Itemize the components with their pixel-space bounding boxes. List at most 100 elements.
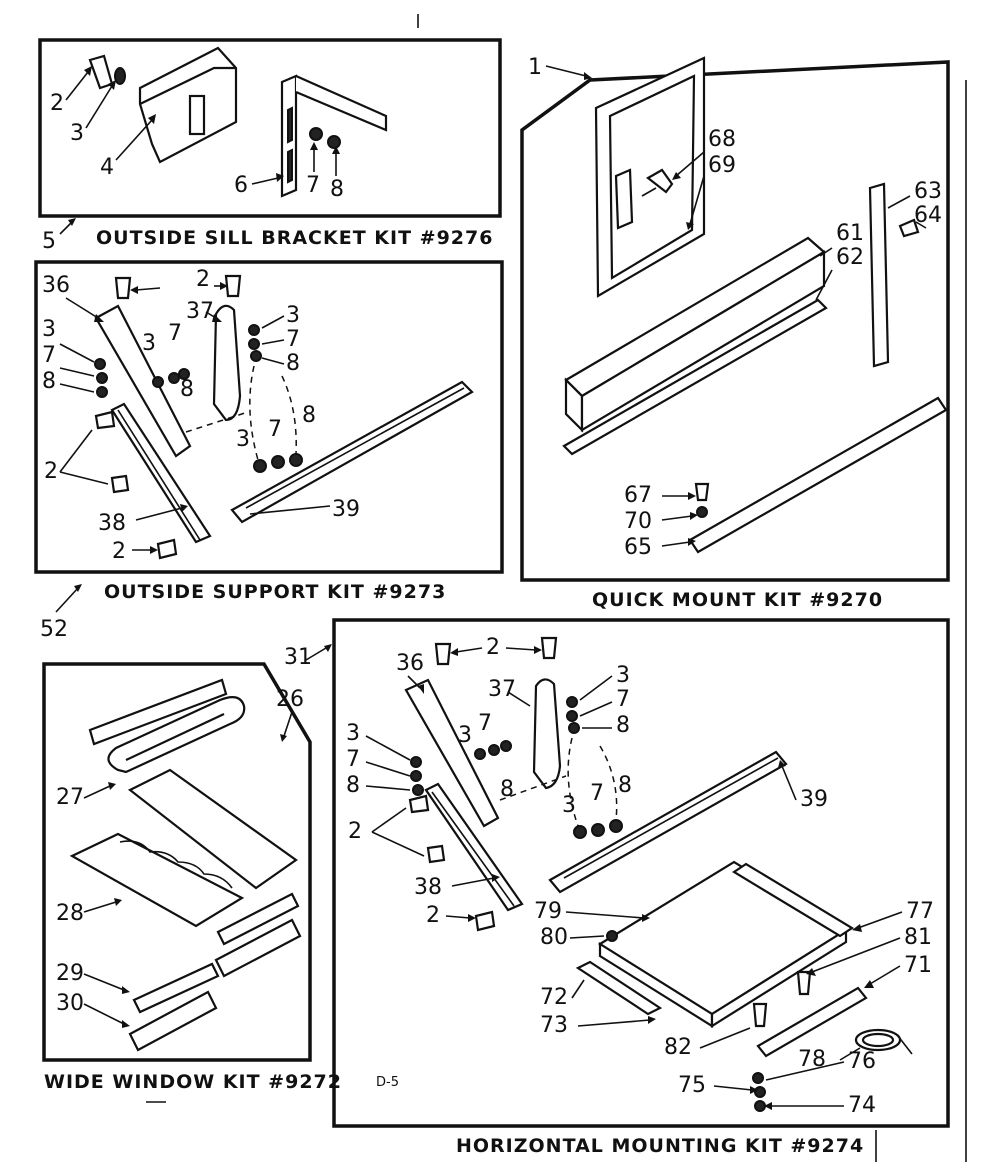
nut-part — [250, 350, 262, 362]
nut-part — [609, 819, 623, 833]
nut-part — [500, 740, 512, 752]
callout-label: 29 — [56, 961, 84, 986]
screw-part — [796, 970, 812, 996]
callout-label: 68 — [708, 127, 736, 152]
callout-label: 39 — [800, 787, 828, 812]
callout-label: 71 — [904, 953, 932, 978]
screw-part — [224, 274, 242, 298]
callout-label: 1 — [528, 55, 542, 80]
callout-label: 3 — [70, 121, 84, 146]
washer-part — [94, 358, 106, 370]
washer-part — [488, 744, 500, 756]
callout-label: 6 — [234, 173, 248, 198]
callout-label: 65 — [624, 535, 652, 560]
callout-label: 3 — [142, 331, 156, 356]
callout-label: 8 — [302, 403, 316, 428]
screw-part — [540, 636, 558, 660]
nut-part — [754, 1100, 766, 1112]
screw-part — [694, 482, 710, 502]
callout-label: 62 — [836, 245, 864, 270]
quick-mount-kit: 1 68 69 63 64 61 62 67 70 65 QUICK MOUNT… — [520, 55, 950, 611]
callout-label: 70 — [624, 509, 652, 534]
callout-label: 7 — [168, 321, 182, 346]
nut-part — [289, 453, 303, 467]
seal-coil-part — [854, 1028, 913, 1055]
callout-label: 30 — [56, 991, 84, 1016]
nut-part — [568, 722, 580, 734]
screw-part — [114, 276, 132, 300]
outside-support-kit: 36 2 37 3 7 8 3 7 8 3 7 8 3 7 8 2 38 39 … — [34, 260, 504, 642]
callout-label: 2 — [426, 903, 440, 928]
callout-label: 7 — [616, 687, 630, 712]
callout-label: 79 — [534, 899, 562, 924]
callout-label: 8 — [346, 773, 360, 798]
callout-label: 8 — [180, 377, 194, 402]
panel-part — [127, 768, 298, 890]
callout-label: 52 — [40, 617, 68, 642]
outside-support-kit-frame — [34, 260, 504, 574]
callout-label: 27 — [56, 785, 84, 810]
nut-part — [327, 135, 341, 149]
callout-label: 72 — [540, 985, 568, 1010]
callout-label: 2 — [196, 267, 210, 292]
callout-label: 7 — [286, 327, 300, 352]
callout-label: 82 — [664, 1035, 692, 1060]
callout-label: 36 — [396, 651, 424, 676]
screw-part — [94, 410, 116, 430]
callout-label: 2 — [348, 819, 362, 844]
wide-window-kit-frame — [42, 662, 312, 1062]
callout-label: 78 — [798, 1047, 826, 1072]
callout-label: 7 — [346, 747, 360, 772]
washer-part — [606, 930, 618, 942]
callout-label: 3 — [458, 723, 472, 748]
washer-part — [248, 338, 260, 350]
callout-label: 61 — [836, 221, 864, 246]
callout-label: 3 — [236, 427, 250, 452]
washer-part — [271, 455, 285, 469]
screw-part — [434, 642, 452, 666]
callout-label: 81 — [904, 925, 932, 950]
callout-label: 80 — [540, 925, 568, 950]
support-arm-part — [404, 678, 500, 828]
wide-window-kit: 26 27 28 29 30 WIDE WINDOW KIT #9272 — [42, 662, 341, 1093]
support-brace-part — [424, 782, 524, 912]
clip-part — [614, 168, 634, 230]
callout-label: 3 — [616, 663, 630, 688]
callout-label: 8 — [286, 351, 300, 376]
washer-part — [309, 127, 323, 141]
side-rail-part — [731, 862, 855, 938]
drawing-code: D-5 — [376, 1075, 399, 1090]
washer-part — [474, 748, 486, 760]
screw-part — [88, 54, 114, 90]
callout-label: 74 — [848, 1093, 876, 1118]
callout-label: 7 — [590, 781, 604, 806]
kit-title: HORIZONTAL MOUNTING KIT #9274 — [456, 1135, 864, 1157]
callout-label: 8 — [616, 713, 630, 738]
callout-label: 7 — [306, 173, 320, 198]
kit-title: QUICK MOUNT KIT #9270 — [592, 589, 883, 611]
washer-part — [752, 1072, 764, 1084]
screw-part — [426, 844, 446, 864]
callout-label: 38 — [98, 511, 126, 536]
callout-label: 8 — [330, 177, 344, 202]
screw-part — [156, 538, 178, 560]
screw-part — [898, 218, 920, 238]
callout-label: 3 — [562, 793, 576, 818]
washer-part — [566, 710, 578, 722]
callout-label: 37 — [488, 677, 516, 702]
callout-label: 2 — [486, 635, 500, 660]
screw-part — [474, 910, 496, 932]
washer-part — [253, 459, 267, 473]
callout-label: 31 — [284, 645, 312, 670]
washer-part — [573, 825, 587, 839]
nut-part — [412, 784, 424, 796]
callout-label: 3 — [346, 721, 360, 746]
sill-bracket-part — [280, 74, 388, 198]
screw-part — [110, 474, 130, 494]
callout-label: 8 — [42, 369, 56, 394]
filler-block-part — [128, 990, 218, 1052]
callout-label: 3 — [286, 303, 300, 328]
callout-label: 5 — [42, 229, 56, 254]
